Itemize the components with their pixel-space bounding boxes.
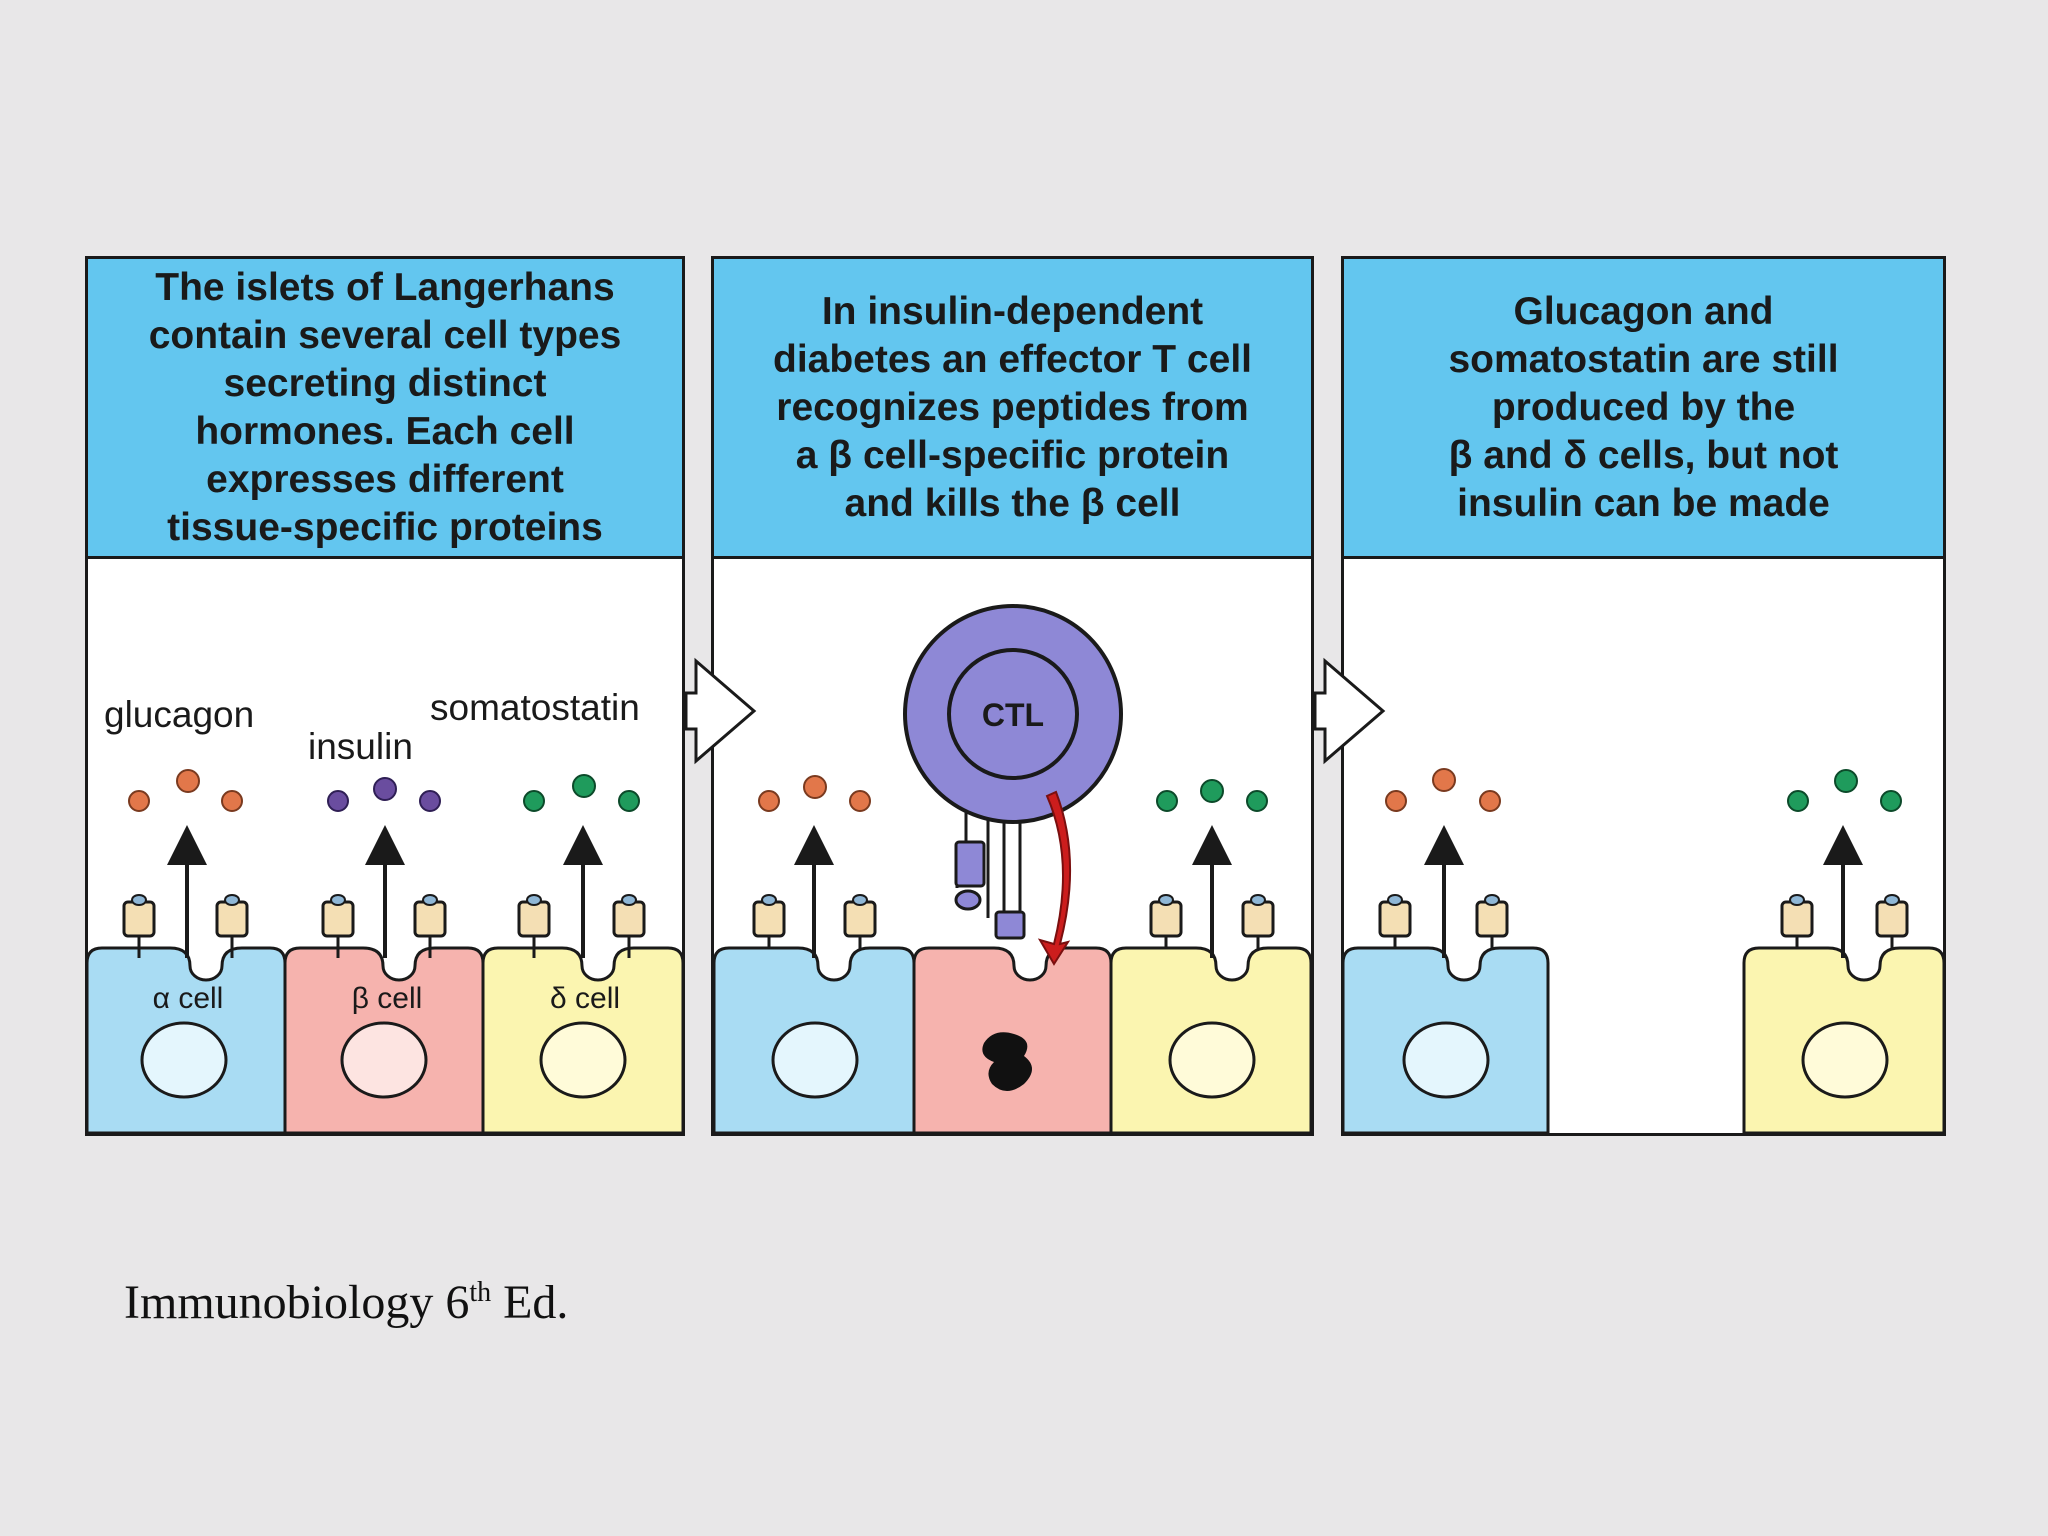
delta-cell-nucleus-p3 xyxy=(1801,1021,1889,1099)
mhc-receptor xyxy=(752,894,786,958)
insulin-dots xyxy=(327,777,441,812)
mhc-receptor xyxy=(122,894,156,958)
glucagon-dots xyxy=(128,769,243,812)
citation-sup: th xyxy=(469,1277,492,1308)
beta-cell-nucleus xyxy=(340,1021,428,1099)
delta-cell-label: δ cell xyxy=(550,982,620,1015)
panel-1-header: The islets of Langerhans contain several… xyxy=(88,259,682,559)
transition-arrow-2 xyxy=(1313,657,1386,765)
panel-3-header: Glucagon and somatostatin are still prod… xyxy=(1344,259,1943,559)
citation-main: Immunobiology 6 xyxy=(124,1276,470,1329)
mhc-receptor xyxy=(1475,894,1509,958)
delta-cell-nucleus xyxy=(539,1021,627,1099)
mhc-receptor xyxy=(413,894,447,958)
fragmented-nucleus xyxy=(982,1032,1032,1091)
somatostatin-dots-p2 xyxy=(1156,779,1268,812)
alpha-cell-label: α cell xyxy=(153,982,224,1015)
mhc-receptor xyxy=(612,894,646,958)
mhc-receptor xyxy=(321,894,355,958)
delta-cell-nucleus-p2 xyxy=(1168,1021,1256,1099)
ctl-label: CTL xyxy=(982,697,1044,733)
mhc-receptor xyxy=(1149,894,1183,958)
panel-2-header: In insulin-dependent diabetes an effecto… xyxy=(714,259,1311,559)
t-cell-receptor xyxy=(954,840,986,888)
glucagon-label: glucagon xyxy=(104,694,254,735)
beta-cell-label: β cell xyxy=(352,982,423,1015)
mhc-receptor xyxy=(843,894,877,958)
transition-arrow-1 xyxy=(684,657,757,765)
glucagon-dots-p3 xyxy=(1385,768,1501,812)
panel-3-header-text: Glucagon and somatostatin are still prod… xyxy=(1448,289,1839,525)
kill-arrow xyxy=(1037,790,1072,966)
glucagon-dots-p2 xyxy=(758,775,871,812)
somatostatin-dots xyxy=(523,774,640,812)
mhc-receptors xyxy=(122,894,1909,958)
alpha-cell-nucleus-p3 xyxy=(1402,1021,1490,1099)
ctl-cell xyxy=(903,604,1123,940)
mhc-receptor xyxy=(1241,894,1275,958)
mhc-receptor xyxy=(517,894,551,958)
insulin-label: insulin xyxy=(308,726,413,767)
alpha-cell-nucleus xyxy=(140,1021,228,1099)
somatostatin-label: somatostatin xyxy=(430,687,640,728)
somatostatin-dots-p3 xyxy=(1787,769,1902,812)
mhc-receptor xyxy=(1875,894,1909,958)
citation-suffix: Ed. xyxy=(491,1276,569,1329)
mhc-receptor xyxy=(1780,894,1814,958)
mhc-receptor xyxy=(215,894,249,958)
panel-1-header-text: The islets of Langerhans contain several… xyxy=(148,265,622,549)
cd8-coreceptor xyxy=(994,910,1026,940)
citation: Immunobiology 6th Ed. xyxy=(124,1275,568,1330)
panel-2-header-text: In insulin-dependent diabetes an effecto… xyxy=(773,289,1252,525)
alpha-cell-nucleus-p2 xyxy=(771,1021,859,1099)
